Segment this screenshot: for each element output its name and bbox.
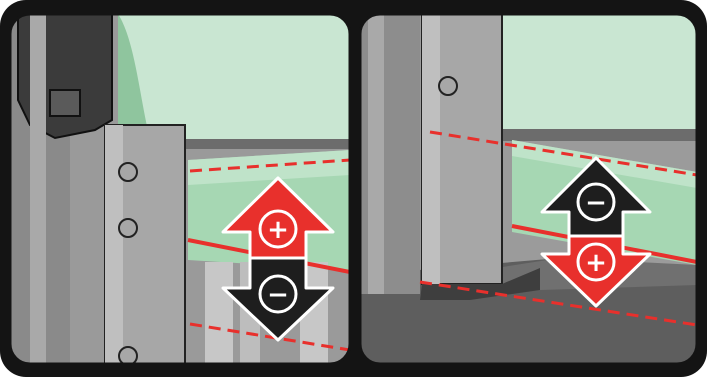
media-roll <box>118 14 350 139</box>
arrow-up-symbol: + <box>267 215 289 245</box>
left-panel: + − <box>10 14 350 365</box>
arrow-down-symbol-right: + <box>585 248 607 278</box>
arrow-up-symbol-right: − <box>585 188 607 218</box>
arrow-down-symbol: − <box>267 280 289 310</box>
right-panel: − + <box>360 14 697 364</box>
media-roll-right <box>500 14 697 129</box>
